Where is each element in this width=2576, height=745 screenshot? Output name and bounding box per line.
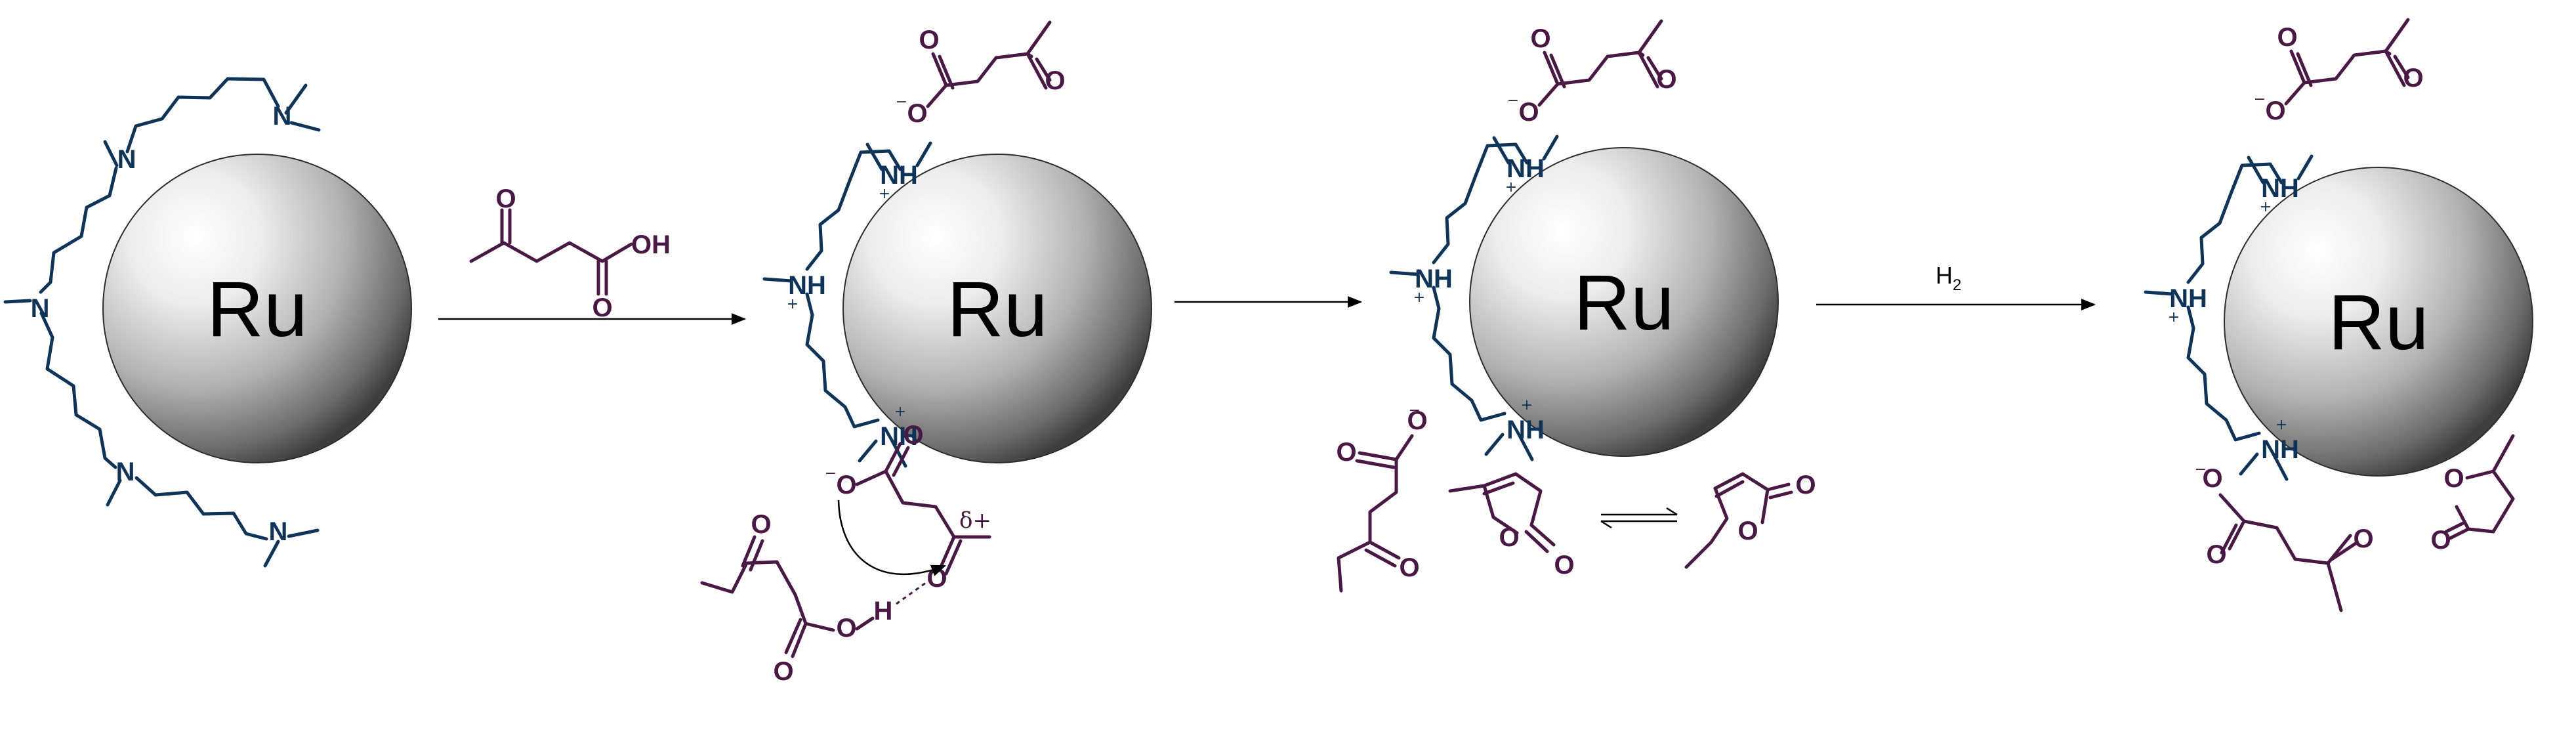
svg-text:O: O	[2353, 524, 2373, 553]
levulinic-acid-reagent: O O OH	[469, 184, 671, 322]
levulinate-left: O − O O	[1336, 402, 1428, 593]
svg-text:O: O	[495, 184, 516, 213]
angelica-lactone-beta: O O	[1684, 471, 1816, 569]
svg-text:−: −	[2195, 461, 2207, 478]
svg-text:O: O	[903, 421, 923, 450]
svg-text:O: O	[1554, 551, 1574, 580]
levulinic-acid-hbond: O O O H	[700, 510, 934, 686]
svg-text:H: H	[874, 597, 893, 626]
svg-text:O: O	[1795, 471, 1816, 500]
svg-text:O: O	[2430, 526, 2451, 555]
hydrogen-reagent-label: H2	[1936, 262, 1961, 294]
svg-text:O: O	[1336, 438, 1356, 467]
svg-text:O: O	[1737, 517, 1758, 545]
svg-text:−: −	[825, 465, 837, 482]
svg-text:−: −	[1409, 402, 1421, 419]
delta-plus-label: δ+	[959, 507, 991, 534]
svg-text:O: O	[2206, 540, 2226, 569]
svg-text:O: O	[1499, 523, 1519, 552]
svg-text:O: O	[836, 471, 856, 500]
svg-text:O: O	[2202, 464, 2222, 493]
angelica-lactone-alpha: O O	[1448, 472, 1575, 580]
svg-text:OH: OH	[631, 230, 671, 259]
svg-text:O: O	[836, 614, 856, 643]
svg-text:O: O	[592, 293, 612, 322]
svg-text:O: O	[773, 657, 793, 686]
svg-text:O: O	[751, 510, 771, 539]
levulinate-bottom: O − O O	[2195, 461, 2374, 612]
svg-text:O: O	[2443, 464, 2464, 493]
levulinate-attack: O − O O δ+	[825, 421, 991, 593]
svg-text:O: O	[1407, 406, 1427, 435]
equilibrium-arrows	[1600, 507, 1678, 529]
svg-text:O: O	[1399, 553, 1419, 582]
gamma-valerolactone: O O	[2430, 434, 2515, 555]
